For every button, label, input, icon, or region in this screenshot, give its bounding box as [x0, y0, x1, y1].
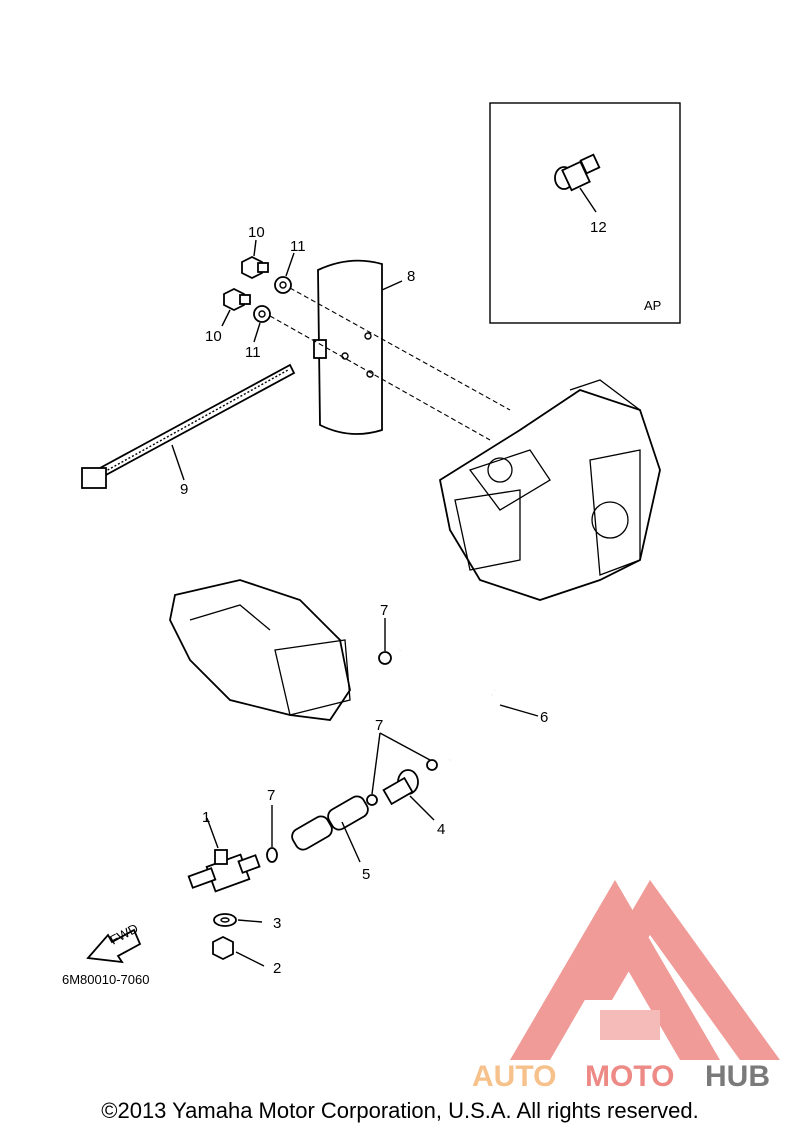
callout-10-upper: 10	[248, 224, 265, 241]
part-9-cable-tie	[81, 363, 296, 489]
callout-4: 4	[437, 821, 445, 838]
callout-2: 2	[273, 960, 281, 977]
part-2-bolt	[212, 935, 265, 967]
copyright-notice: ©2013 Yamaha Motor Corporation, U.S.A. A…	[101, 1098, 699, 1123]
callout-11-lower: 11	[245, 344, 261, 361]
part-6-hose	[397, 628, 539, 763]
callout-3: 3	[273, 915, 281, 932]
callout-6: 6	[540, 709, 548, 726]
fwd-arrow-icon	[86, 928, 142, 964]
part-4-fitting	[382, 769, 435, 821]
powerhead-sketch	[169, 579, 351, 721]
part-7-clip-mid	[426, 759, 438, 771]
inset-label: AP	[644, 298, 661, 313]
watermark-text: AUTO MOTO HUB	[472, 1060, 770, 1093]
part-10-bolt-lower	[223, 287, 251, 312]
part-11-washer-upper	[274, 276, 292, 294]
watermark-hub: HUB	[705, 1060, 770, 1093]
callout-11-upper: 11	[290, 238, 306, 255]
callout-10-lower: 10	[205, 328, 222, 345]
callout-5: 5	[362, 866, 370, 883]
part-11-washer-lower	[253, 305, 271, 323]
callout-8: 8	[407, 268, 415, 285]
callout-1: 1	[202, 809, 210, 826]
callout-12: 12	[590, 219, 607, 236]
part-7-clip-low	[266, 847, 278, 863]
part-8-cover	[313, 259, 403, 435]
diagram-code: 6M80010-7060	[62, 972, 149, 987]
part-7-clip-top	[378, 651, 392, 665]
callout-7-top: 7	[380, 602, 388, 619]
part-5-hose	[291, 795, 369, 863]
watermark-moto: MOTO	[585, 1060, 674, 1093]
callout-7-mid: 7	[375, 717, 383, 734]
watermark-logo	[510, 880, 780, 1060]
part-10-bolt-upper	[241, 255, 269, 280]
engine-block	[438, 379, 661, 601]
watermark-auto: AUTO	[472, 1060, 556, 1093]
callout-9: 9	[180, 481, 188, 498]
inset-box	[489, 102, 681, 324]
callout-7-low: 7	[267, 787, 275, 804]
part-12-fitting	[554, 153, 601, 192]
part-1-valve	[187, 817, 261, 893]
part-7-clip-mid2	[366, 794, 378, 806]
part-3-washer	[213, 913, 263, 927]
